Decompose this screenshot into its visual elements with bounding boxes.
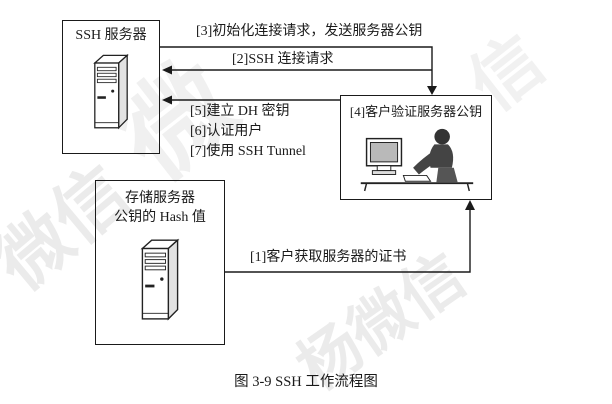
hash-store-label-line1: 存储服务器 (125, 191, 195, 206)
arrow-label-step5: [5]建立 DH 密钥 (190, 104, 290, 119)
person-at-computer-icon (360, 128, 474, 192)
server-tower-icon (93, 53, 129, 130)
client-box: [4]客户验证服务器公钥 (340, 95, 492, 200)
arrow-label-step3: [3]初始化连接请求，发送服务器公钥 (196, 24, 423, 39)
arrow-step3-head (427, 86, 437, 95)
hash-store-label-line2: 公钥的 Hash 值 (114, 210, 206, 225)
arrow-label-step6: [6]认证用户 (190, 124, 263, 139)
arrow-label-step1: [1]客户获取服务器的证书 (250, 250, 407, 265)
ssh-server-box: SSH 服务器 (62, 20, 160, 154)
server-tower-icon (140, 238, 180, 321)
arrow-label-step2: [2]SSH 连接请求 (232, 52, 334, 67)
arrow-step567-head (162, 95, 172, 105)
ssh-server-label: SSH 服务器 (75, 28, 147, 43)
figure-caption: 图 3-9 SSH 工作流程图 (234, 374, 378, 390)
arrow-step2-head (162, 65, 172, 75)
client-label: [4]客户验证服务器公钥 (349, 104, 483, 119)
arrow-label-step7: [7]使用 SSH Tunnel (190, 144, 306, 159)
arrow-step1-head (465, 200, 475, 210)
hash-store-box: 存储服务器 公钥的 Hash 值 (95, 180, 225, 345)
